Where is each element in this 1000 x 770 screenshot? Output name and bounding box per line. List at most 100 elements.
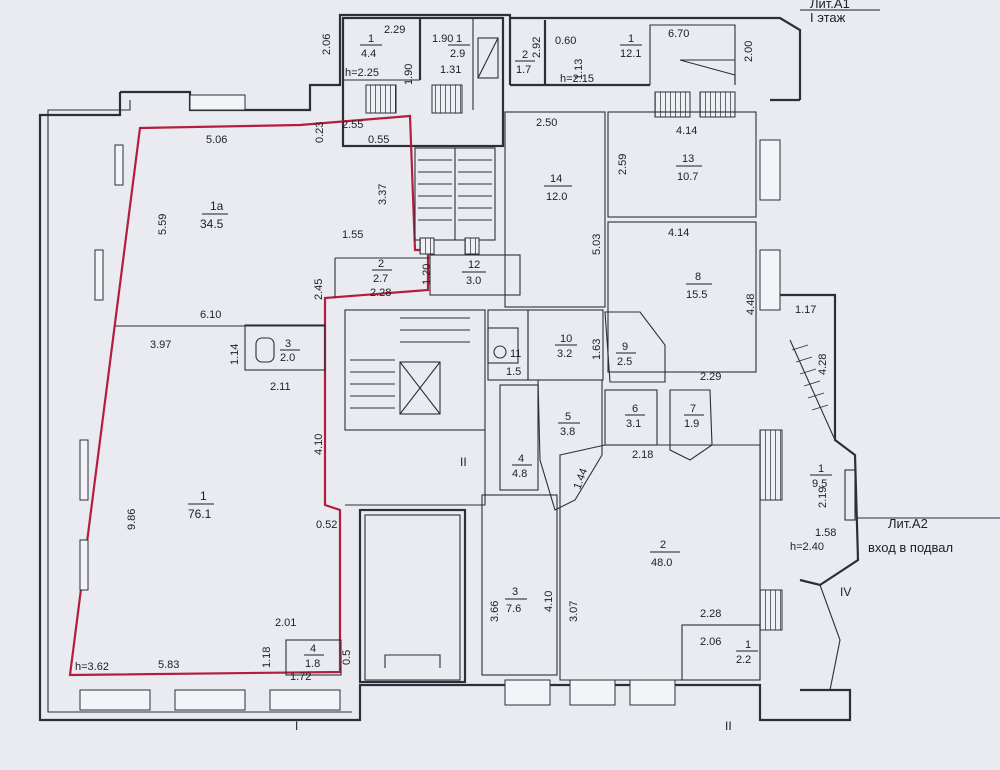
svg-text:2: 2 (378, 258, 384, 270)
svg-text:4.28: 4.28 (817, 354, 829, 375)
svg-text:4.10: 4.10 (313, 434, 325, 455)
svg-text:4: 4 (310, 643, 316, 655)
svg-text:7.6: 7.6 (506, 603, 521, 615)
room-label-9: 92.5 (616, 341, 636, 368)
annex-title: Лит.А2 вход в подвал (868, 516, 953, 555)
room-label-3: 37.6 (505, 586, 527, 615)
svg-text:1: 1 (200, 489, 207, 503)
svg-text:2.00: 2.00 (743, 41, 755, 62)
svg-text:4.4: 4.4 (361, 48, 376, 60)
svg-text:2.18: 2.18 (632, 449, 653, 461)
svg-text:0.55: 0.55 (368, 134, 389, 146)
svg-text:2: 2 (660, 539, 666, 551)
svg-text:7: 7 (690, 403, 696, 415)
svg-text:I: I (295, 719, 298, 733)
svg-text:1.58: 1.58 (815, 527, 836, 539)
svg-text:0.5: 0.5 (341, 650, 353, 665)
svg-text:2.2: 2.2 (736, 654, 751, 666)
svg-text:1.90: 1.90 (403, 64, 415, 85)
annex (759, 293, 1000, 691)
svg-text:4: 4 (518, 453, 524, 465)
svg-text:3.0: 3.0 (466, 275, 481, 287)
room-label-5: 53.8 (558, 411, 580, 438)
svg-text:3.8: 3.8 (560, 426, 575, 438)
svg-text:10.7: 10.7 (677, 171, 698, 183)
svg-text:вход в подвал: вход в подвал (868, 540, 953, 555)
room-label-2-small: 22.7 (372, 258, 392, 285)
room-label-annex-1: 19.5 (810, 463, 832, 490)
svg-text:II: II (460, 455, 467, 469)
svg-text:9.5: 9.5 (812, 478, 827, 490)
svg-text:12.1: 12.1 (620, 48, 641, 60)
svg-text:5.03: 5.03 (591, 234, 603, 255)
svg-text:2.28: 2.28 (700, 608, 721, 620)
svg-text:5: 5 (565, 411, 571, 423)
svg-text:h=2.15: h=2.15 (560, 73, 594, 85)
svg-text:2.7: 2.7 (373, 273, 388, 285)
svg-text:4.10: 4.10 (543, 591, 555, 612)
svg-text:2.92: 2.92 (531, 37, 543, 58)
svg-text:1.63: 1.63 (591, 339, 603, 360)
svg-text:1.8: 1.8 (305, 658, 320, 670)
room-label-top-4: 112.1 (620, 33, 642, 60)
svg-text:2.06: 2.06 (700, 636, 721, 648)
svg-text:48.0: 48.0 (651, 557, 672, 569)
svg-text:1.90: 1.90 (432, 33, 453, 45)
svg-text:4.14: 4.14 (676, 125, 697, 137)
svg-text:3.66: 3.66 (489, 601, 501, 622)
svg-text:10: 10 (560, 333, 572, 345)
svg-text:0.23: 0.23 (314, 122, 326, 143)
svg-text:1: 1 (628, 33, 634, 45)
svg-text:5.06: 5.06 (206, 134, 227, 146)
room-label-6: 63.1 (625, 403, 645, 430)
svg-text:76.1: 76.1 (188, 507, 212, 521)
svg-text:5.59: 5.59 (157, 214, 169, 235)
room-label-13: 13 10.7 (676, 153, 702, 183)
svg-text:0.52: 0.52 (316, 519, 337, 531)
room-label-top-2: 12.9 (448, 33, 470, 60)
svg-text:13: 13 (682, 153, 694, 165)
svg-text:2.45: 2.45 (313, 279, 325, 300)
entrance-markers: I II II IV (295, 455, 851, 733)
svg-text:15.5: 15.5 (686, 289, 707, 301)
svg-text:3.07: 3.07 (568, 601, 580, 622)
svg-text:1: 1 (818, 463, 824, 475)
svg-text:1.18: 1.18 (261, 647, 273, 668)
room-label-top-1: 14.4 (360, 33, 382, 60)
top-rooms (341, 16, 736, 148)
svg-text:3.97: 3.97 (150, 339, 171, 351)
room-label-3-small: 32.0 (280, 338, 300, 364)
svg-text:5.83: 5.83 (158, 659, 179, 671)
svg-text:1: 1 (456, 33, 462, 45)
svg-text:2.28: 2.28 (370, 287, 391, 299)
room-label-1-right: 12.2 (736, 639, 758, 666)
svg-text:1.17: 1.17 (795, 304, 816, 316)
svg-text:2: 2 (522, 49, 528, 61)
height-labels: h=2.25 h=2.15 h=3.62 h=2.40 (75, 67, 824, 673)
svg-text:6: 6 (632, 403, 638, 415)
svg-text:2.01: 2.01 (275, 617, 296, 629)
svg-text:9: 9 (622, 341, 628, 353)
svg-text:1.72: 1.72 (290, 671, 311, 683)
svg-text:II: II (725, 719, 732, 733)
svg-text:4.14: 4.14 (668, 227, 689, 239)
svg-text:1.9: 1.9 (684, 418, 699, 430)
svg-text:12.0: 12.0 (546, 191, 567, 203)
room-label-8: 815.5 (686, 271, 712, 301)
svg-text:1.31: 1.31 (440, 64, 461, 76)
svg-text:1: 1 (368, 33, 374, 45)
svg-text:2.59: 2.59 (617, 154, 629, 175)
svg-text:Лит.А2: Лит.А2 (888, 516, 928, 531)
svg-text:3.1: 3.1 (626, 418, 641, 430)
svg-text:6.10: 6.10 (200, 309, 221, 321)
svg-text:h=2.40: h=2.40 (790, 541, 824, 553)
svg-text:3: 3 (512, 586, 518, 598)
svg-text:8: 8 (695, 271, 701, 283)
svg-text:2.06: 2.06 (321, 34, 333, 55)
svg-text:2.19: 2.19 (817, 487, 829, 508)
svg-text:IV: IV (840, 585, 851, 599)
